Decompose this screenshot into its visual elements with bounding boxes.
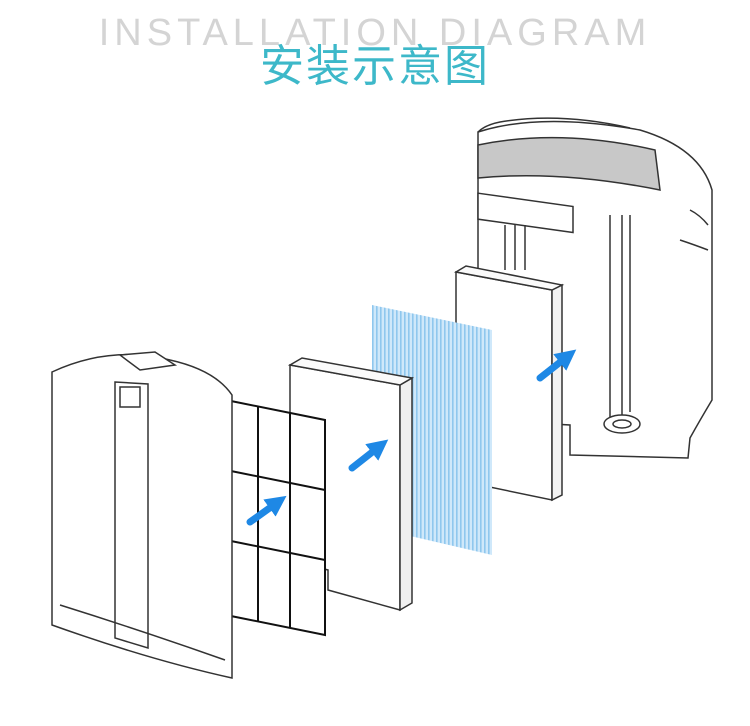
front-cover-display — [119, 386, 141, 408]
arrow-icon — [246, 495, 287, 526]
front-cover — [51, 351, 233, 679]
pre-filter-mesh — [225, 398, 326, 637]
arrow-icon — [348, 439, 389, 472]
title-chinese: 安装示意图 — [260, 41, 490, 92]
arrow-icon — [536, 349, 577, 382]
housing-top-panel — [477, 136, 661, 191]
title-english: INSTALLATION DIAGRAM — [98, 12, 652, 54]
arrow-group — [246, 349, 577, 526]
title-block: INSTALLATION DIAGRAM 安装示意图 — [0, 0, 750, 100]
